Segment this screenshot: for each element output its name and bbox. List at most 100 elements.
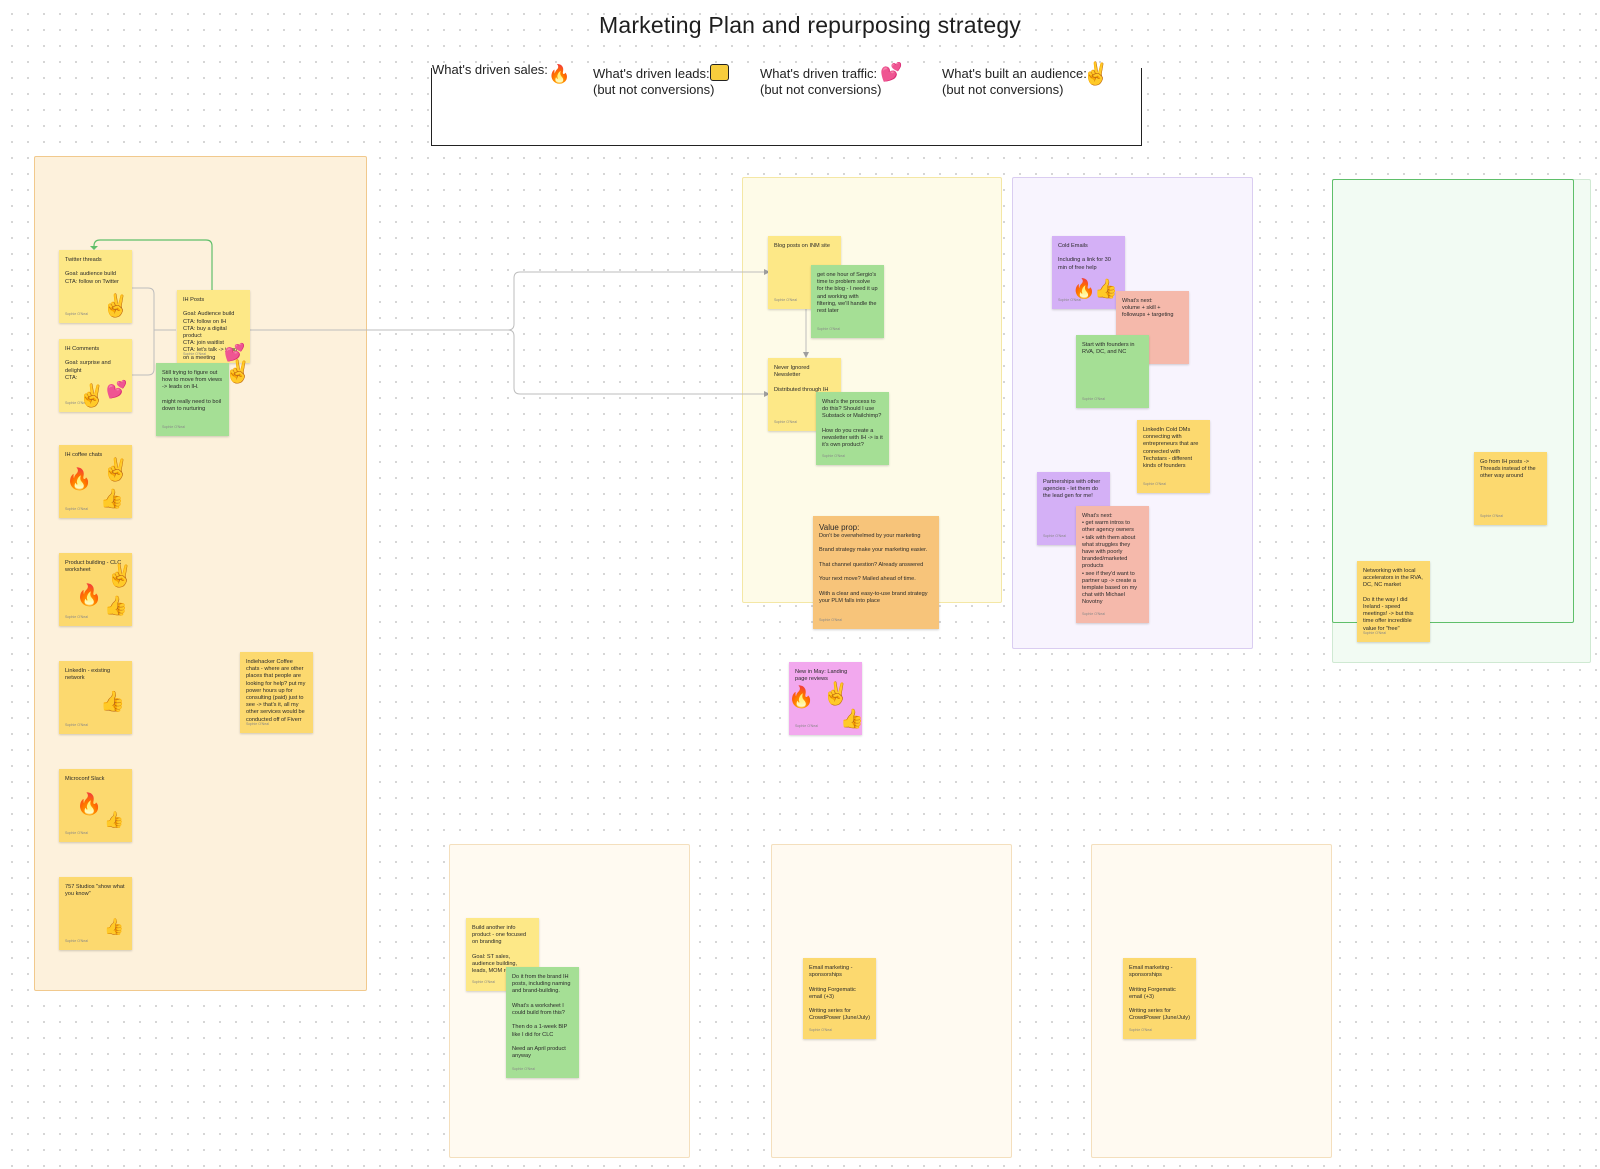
sticky-networking[interactable]: Networking with local accelerators in th… [1357,561,1430,642]
sticky-author: Sophie O'Neal [246,721,270,726]
sticky-text: Still trying to figure out how to move f… [162,370,222,413]
legend-traffic: What's driven traffic:(but not conversio… [760,66,881,98]
sticky-text: Blog posts on INM site [774,243,830,249]
peace-hand-icon: ✌ [102,293,130,318]
sticky-author: Sophie O'Neal [65,722,89,727]
sticky-text: Indiehacker Coffee chats - where are oth… [246,659,306,723]
sticky-text: Never Ignored Newsletter Distributed thr… [774,365,829,393]
legend-box[interactable]: What's driven sales: 🔥 What's driven lea… [431,62,1142,146]
sticky-ih-posts[interactable]: IH Posts Goal: Audience build CTA: follo… [177,290,250,363]
sticky-still-trying[interactable]: Still trying to figure out how to move f… [156,363,229,436]
sticky-author: Sophie O'Neal [774,419,798,424]
page-title: Marketing Plan and repurposing strategy [598,12,1022,38]
sticky-author: Sophie O'Neal [1082,611,1106,616]
legend-leads-label: What's driven leads: [593,66,710,81]
peace-hand-icon: ✌ [1082,61,1110,86]
legend-leads: What's driven leads:(but not conversions… [593,66,714,98]
sticky-note-icon [710,64,729,81]
sticky-text: Microconf Slack [65,776,105,782]
peace-hand-icon: ✌ [224,359,252,384]
thumbs-up-icon: 👍 [840,709,864,730]
sticky-linkedin-cold-dms[interactable]: LinkedIn Cold DMs connecting with entrep… [1137,420,1210,493]
legend-traffic-label: What's driven traffic: [760,66,878,81]
sticky-author: Sophie O'Neal [809,1027,833,1032]
sticky-text: Email marketing - sponsorships Writing F… [809,965,870,1022]
sticky-author: Sophie O'Neal [1363,630,1387,635]
sticky-author: Sophie O'Neal [65,830,89,835]
legend-sales: What's driven sales: [432,62,548,77]
sticky-text: Partnerships with other agencies - let t… [1043,479,1101,500]
sticky-text: Twitter threads Goal: audience build CTA… [65,257,119,285]
love-hearts-icon: 💕 [880,62,903,82]
sticky-indiehacker-coffee[interactable]: Indiehacker Coffee chats - where are oth… [240,652,313,733]
sticky-cold-emails[interactable]: Cold Emails Including a link for 30 min … [1052,236,1125,309]
sticky-author: Sophie O'Neal [1082,396,1106,401]
sticky-author: Sophie O'Neal [1058,297,1082,302]
love-hearts-icon: 💕 [106,380,128,399]
sticky-author: Sophie O'Neal [1043,533,1067,538]
sticky-author: Sophie O'Neal [1143,481,1167,486]
sticky-text: IH Posts Goal: Audience build CTA: follo… [183,297,238,361]
sticky-author: Sophie O'Neal [162,424,186,429]
sticky-text: IH coffee chats [65,452,103,458]
sticky-text: 757 Studios "show what you know" [65,884,125,898]
sticky-author: Sophie O'Neal [65,311,89,316]
sticky-text: Go from IH posts -> Threads instead of t… [1480,459,1536,480]
sticky-threads[interactable]: Go from IH posts -> Threads instead of t… [1474,452,1547,525]
sticky-value-prop[interactable]: Value prop:Don't be overwhelmed by your … [813,516,939,629]
fire-icon: 🔥 [548,64,571,84]
sticky-text: Don't be overwhelmed by your marketing B… [819,533,928,604]
sticky-email-marketing-1[interactable]: Email marketing - sponsorships Writing F… [803,958,876,1039]
sticky-author: Sophie O'Neal [183,351,207,356]
sticky-author: Sophie O'Neal [512,1066,536,1071]
sticky-author: Sophie O'Neal [1480,513,1504,518]
love-hearts-icon: 💕 [224,343,246,362]
sticky-author: Sophie O'Neal [817,326,841,331]
sticky-do-it-from-brand[interactable]: Do it from the brand IH posts, including… [506,967,579,1078]
legend-leads-sub: (but not conversions) [593,82,715,97]
sticky-text: IH Comments Goal: surprise and delight C… [65,346,111,381]
sticky-author: Sophie O'Neal [795,723,819,728]
sticky-text: Build another info product - one focused… [472,925,527,975]
sticky-text: LinkedIn - existing network [65,668,111,682]
fire-icon: 🔥 [788,686,815,709]
thumbs-up-icon: 👍 [100,489,124,510]
sticky-sergio-time[interactable]: get one hour of Sergio's time to problem… [811,265,884,338]
sticky-author: Sophie O'Neal [774,297,798,302]
sticky-newsletter-process[interactable]: What's the process to do this? Should I … [816,392,889,465]
section-future-frame[interactable] [1332,179,1574,623]
thumbs-up-icon: 👍 [1094,279,1118,300]
sticky-text: get one hour of Sergio's time to problem… [817,272,878,315]
sticky-whats-next-intros[interactable]: What's next: • get warm intros to other … [1076,506,1149,623]
thumbs-up-icon: 👍 [100,691,125,713]
fire-icon: 🔥 [1072,279,1096,300]
sticky-text: Product building - CLC worksheet [65,560,122,574]
legend-audience-sub: (but not conversions) [942,82,1064,97]
sticky-author: Sophie O'Neal [65,938,89,943]
sticky-author: Sophie O'Neal [65,506,89,511]
sticky-text: Start with founders in RVA, DC, and NC [1082,342,1135,356]
sticky-text: Email marketing - sponsorships Writing F… [1129,965,1190,1022]
sticky-text: LinkedIn Cold DMs connecting with entrep… [1143,427,1199,470]
sticky-ih-comments[interactable]: IH Comments Goal: surprise and delight C… [59,339,132,412]
sticky-author: Sophie O'Neal [472,979,496,984]
sticky-text: New in May: Landing page reviews [795,669,848,683]
sticky-twitter-threads[interactable]: Twitter threads Goal: audience build CTA… [59,250,132,323]
sticky-author: Sophie O'Neal [65,400,89,405]
sticky-author: Sophie O'Neal [65,614,89,619]
peace-hand-icon: ✌ [102,457,130,482]
fire-icon: 🔥 [76,793,103,816]
sticky-text: What's next: volume + skill + followups … [1122,298,1174,319]
thumbs-up-icon: 👍 [104,919,124,936]
legend-traffic-sub: (but not conversions) [760,82,882,97]
sticky-author: Sophie O'Neal [1129,1027,1153,1032]
sticky-text: What's next: • get warm intros to other … [1082,513,1138,606]
sticky-founders[interactable]: Start with founders in RVA, DC, and NC So… [1076,335,1149,408]
sticky-757-studios[interactable]: 757 Studios "show what you know" Sophie O… [59,877,132,950]
sticky-email-marketing-2[interactable]: Email marketing - sponsorships Writing F… [1123,958,1196,1039]
